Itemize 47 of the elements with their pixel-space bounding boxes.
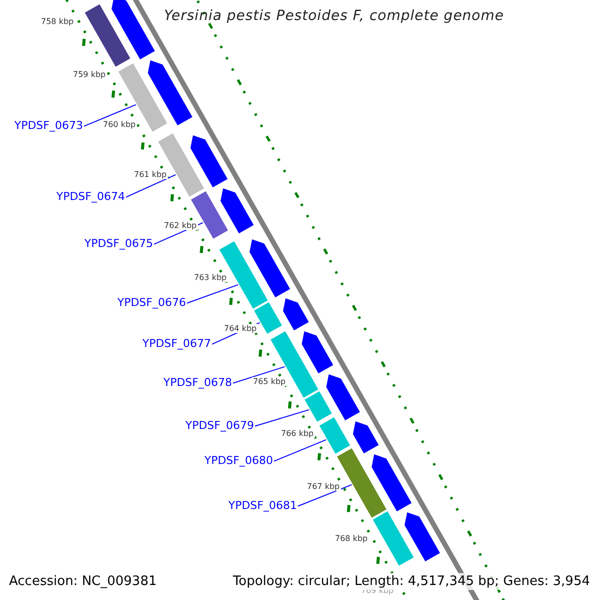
gene-label: YPDSF_0680 — [204, 454, 273, 467]
gene-label: YPDSF_0675 — [84, 237, 153, 250]
leader-line — [254, 409, 310, 427]
scale-label: 763 kbp — [193, 273, 228, 282]
scale-label: 764 kbp — [223, 324, 258, 333]
title: Yersinia pestis Pestoides F, complete genome — [164, 8, 504, 24]
gene-bar — [83, 2, 132, 68]
gene-label: YPDSF_0673 — [14, 119, 83, 132]
scale-label: 768 kbp — [334, 534, 369, 543]
gene-arrow-block — [300, 330, 335, 375]
scale-label: 767 kbp — [306, 482, 341, 491]
gene-arrow-block — [248, 238, 292, 299]
leader-line — [84, 104, 136, 127]
genome-summary: Topology: circular; Length: 4,517,345 bp; Genes: 3,954 — [230, 573, 592, 590]
gene-label: YPDSF_0676 — [117, 296, 186, 309]
gene-arrow-block — [403, 510, 442, 563]
scale-label: 759 kbp — [72, 70, 107, 79]
gene-bar — [318, 416, 352, 456]
gene-arrow-block — [146, 58, 194, 127]
gene-arrow-block — [110, 0, 156, 61]
scale-label: 758 kbp — [40, 17, 75, 26]
leader-line — [232, 366, 286, 384]
gene-label: YPDSF_0678 — [163, 376, 232, 389]
gene-label: YPDSF_0677 — [142, 337, 211, 350]
leader-line — [274, 439, 327, 462]
gene-label: YPDSF_0674 — [56, 190, 125, 203]
scale-label: 765 kbp — [252, 377, 287, 386]
leader-line — [298, 484, 352, 507]
gene-arrow-block — [219, 187, 256, 235]
gene-arrow-block — [325, 372, 362, 422]
gene-label: YPDSF_0681 — [228, 499, 297, 512]
gene-arrow-block — [370, 452, 413, 513]
scale-label: 761 kbp — [133, 170, 168, 179]
scale-label: 766 kbp — [280, 429, 315, 438]
gene-bar — [269, 330, 320, 400]
gene-bar — [303, 390, 334, 424]
gene-arrow-block — [282, 296, 310, 332]
scale-label: 762 kbp — [163, 221, 198, 230]
leader-line — [186, 284, 239, 304]
leader-line — [126, 174, 176, 198]
scale-label: 760 kbp — [102, 120, 137, 129]
gene-bar — [371, 510, 416, 568]
gene-label: YPDSF_0679 — [185, 419, 254, 432]
accession-label: Accession: NC_009381 — [7, 573, 159, 590]
gene-bar — [116, 62, 169, 134]
gene-arrow-block — [189, 134, 229, 189]
gene-arrow-block — [352, 420, 380, 455]
